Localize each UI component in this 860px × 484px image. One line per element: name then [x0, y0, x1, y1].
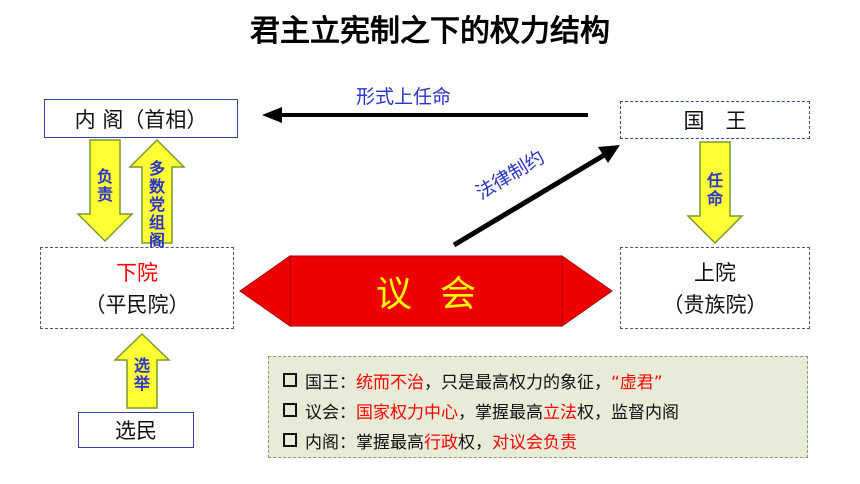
- responsible-label: 负责: [96, 167, 113, 204]
- formal-appoint-arrow: [262, 107, 588, 123]
- legal-check-arrow: [452, 145, 620, 248]
- majority-party-label: 多数党组阁: [148, 159, 165, 250]
- cabinet-box: 内 阁（首相）: [44, 99, 238, 138]
- notes-panel: 国王： 统而不治 ，只是最高权力的象征， “虚君” 议会： 国家权力中心 ，掌握…: [268, 356, 808, 458]
- commons-label: 下院: [116, 261, 158, 285]
- elect-arrow: [113, 332, 171, 409]
- commons-sublabel: （平民院）: [84, 293, 190, 317]
- note-cabinet: 内阁：掌握最高 行政 权， 对议会负责: [283, 425, 807, 455]
- checkbox-square-icon: [283, 433, 297, 447]
- king-label: 国 王: [683, 109, 747, 133]
- parliament-label: 议会: [375, 274, 504, 315]
- lords-box: 上院 （贵族院）: [620, 247, 810, 329]
- lords-label: 上院: [694, 261, 736, 285]
- note-king: 国王： 统而不治 ，只是最高权力的象征， “虚君”: [283, 365, 807, 395]
- checkbox-square-icon: [283, 373, 297, 387]
- elect-label: 选举: [133, 356, 150, 393]
- formal-appoint-label: 形式上任命: [356, 86, 452, 108]
- voters-box: 选民: [78, 412, 194, 448]
- page-title: 君主立宪制之下的权力结构: [250, 14, 610, 49]
- appoint-label: 任命: [706, 171, 723, 208]
- responsible-arrow: [76, 139, 134, 243]
- note-parliament: 议会： 国家权力中心 ，掌握最高 立法 权，监督内阁: [283, 395, 807, 425]
- appoint-arrow: [686, 141, 744, 245]
- voters-label: 选民: [115, 419, 157, 443]
- checkbox-square-icon: [283, 403, 297, 417]
- majority-party-arrow: [128, 138, 186, 244]
- lords-sublabel: （贵族院）: [662, 293, 768, 317]
- king-box: 国 王: [620, 101, 810, 139]
- parliament-shape: [239, 255, 613, 327]
- commons-box: 下院 （平民院）: [40, 247, 234, 329]
- cabinet-label: 内 阁（首相）: [74, 107, 208, 132]
